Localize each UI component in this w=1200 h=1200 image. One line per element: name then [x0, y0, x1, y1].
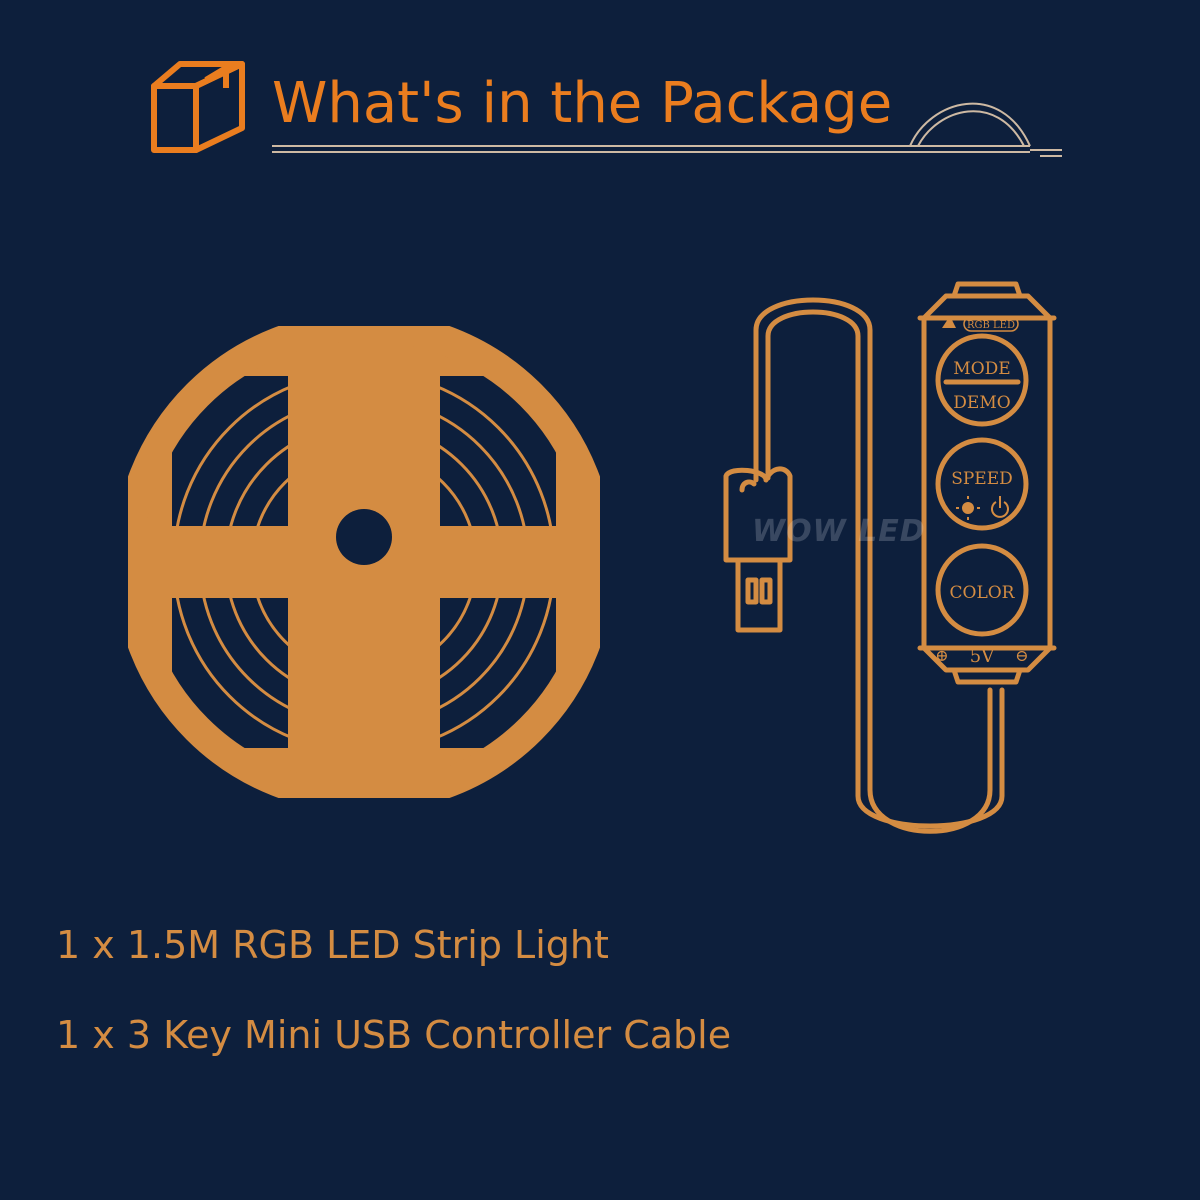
package-contents-list: 1 x 1.5M RGB LED Strip Light 1 x 3 Key M… [56, 922, 731, 1102]
package-box-icon [151, 61, 245, 153]
header: What's in the Package [0, 0, 1200, 200]
power-icon [991, 496, 1009, 518]
plus-terminal-icon: ⊕ [935, 646, 948, 665]
brand-watermark: WOW LED [752, 514, 926, 549]
brightness-sun-icon [956, 496, 980, 520]
usb-controller-illustration: RGB LED MODE DEMO SPEED COLOR ⊕ 5V ⊖ [723, 281, 1057, 834]
speed-button-label: SPEED [951, 469, 1013, 489]
color-button-label: COLOR [950, 583, 1016, 603]
voltage-label: 5V [970, 646, 995, 667]
led-strip-reel-illustration [128, 326, 600, 798]
minus-terminal-icon: ⊖ [1015, 646, 1028, 665]
list-item: 1 x 3 Key Mini USB Controller Cable [56, 1013, 732, 1057]
page-title: What's in the Package [272, 71, 893, 136]
title-underline [272, 102, 1062, 157]
demo-button-label: DEMO [953, 393, 1010, 413]
list-item: 1 x 1.5M RGB LED Strip Light [56, 923, 609, 967]
controller-badge: RGB LED [967, 320, 1015, 331]
mode-button-label: MODE [953, 359, 1010, 379]
reel-hub-hole [336, 509, 392, 565]
